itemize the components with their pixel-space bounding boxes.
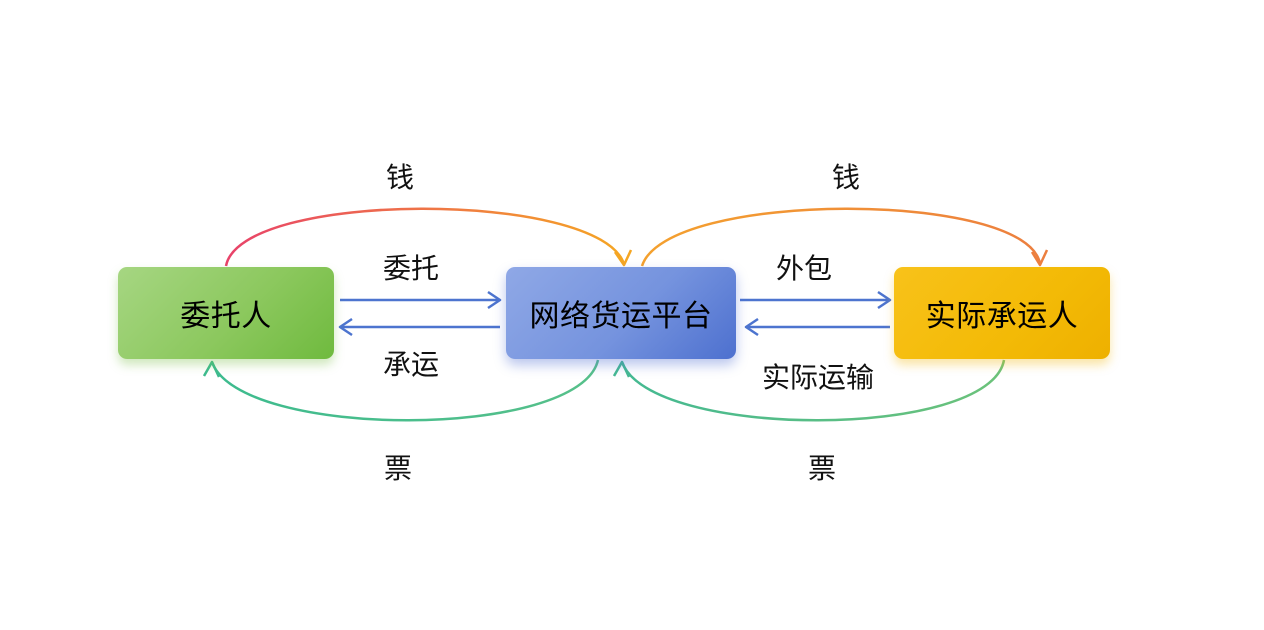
invoice-arc-right-arrowhead: [612, 360, 631, 378]
money-arc-left-arrowhead: [613, 249, 633, 267]
invoice-arc-right: [620, 359, 1006, 422]
invoice-arc-left: [210, 359, 600, 422]
node-client: 委托人: [118, 267, 334, 359]
invoice-arc-left-arrowhead: [202, 360, 221, 378]
node-platform-label: 网络货运平台: [529, 299, 713, 334]
entrust-arrowhead: [487, 290, 502, 310]
node-carrier-label: 实际承运人: [925, 299, 1079, 334]
undertake-arrowhead: [338, 317, 353, 337]
node-carrier: 实际承运人: [894, 267, 1110, 359]
label-actual-transport: 实际运输: [761, 361, 875, 394]
money-arc-right-arrowhead: [1030, 249, 1049, 267]
money-arc-right: [640, 207, 1042, 267]
label-entrust: 委托: [382, 252, 440, 285]
outsource-arrowhead: [877, 290, 892, 310]
label-money-left: 钱: [385, 161, 415, 194]
label-invoice-right: 票: [807, 452, 837, 485]
node-client-label: 委托人: [180, 299, 272, 334]
node-platform: 网络货运平台: [506, 267, 736, 359]
actual-transport-arrowhead: [744, 317, 759, 337]
money-arc-left: [224, 207, 626, 267]
label-money-right: 钱: [831, 161, 861, 194]
label-outsource: 外包: [775, 252, 833, 285]
label-undertake: 承运: [382, 348, 440, 381]
label-invoice-left: 票: [383, 452, 413, 485]
